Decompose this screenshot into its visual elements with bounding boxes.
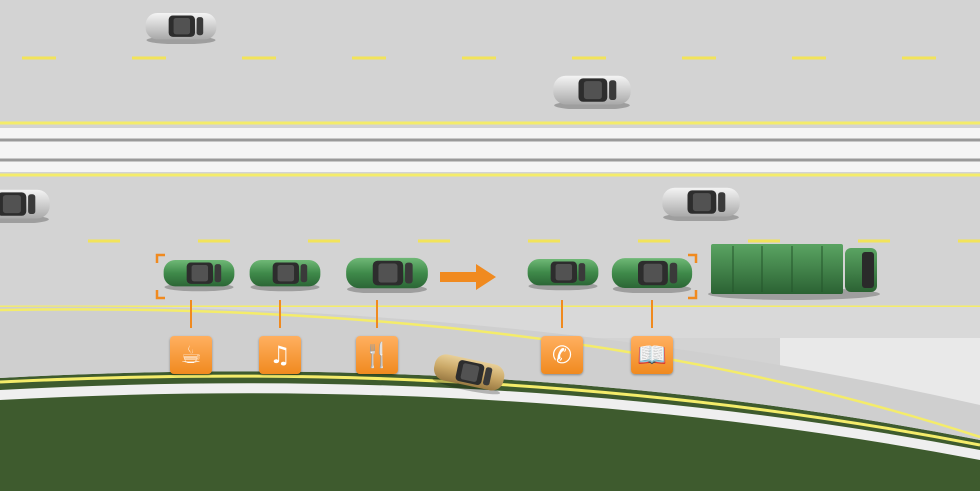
coffee-cup-icon: ☕ — [170, 336, 212, 374]
icon-connector — [190, 300, 192, 328]
median-barrier — [0, 121, 980, 177]
open-book-glyph: 📖 — [637, 341, 667, 369]
ramp-edge-line — [0, 374, 980, 447]
icon-connector — [376, 300, 378, 328]
right-arrow-icon — [440, 264, 496, 290]
silver-car — [662, 187, 740, 221]
platoon-car — [249, 260, 321, 292]
silver-car — [0, 189, 50, 223]
phone-glyph: ✆ — [551, 341, 573, 369]
open-book-icon: 📖 — [631, 336, 673, 374]
platoon — [155, 244, 880, 300]
silver-car — [145, 13, 217, 44]
icon-connector — [279, 300, 281, 328]
grass-verge — [0, 371, 980, 491]
coffee-cup-glyph: ☕ — [180, 341, 202, 369]
phone-icon: ✆ — [541, 336, 583, 374]
platoon-car — [346, 257, 428, 293]
music-note-glyph: ♫ — [269, 341, 291, 369]
ramp-inner-line — [0, 308, 980, 439]
selection-brackets — [155, 253, 698, 300]
platoon-car — [611, 258, 693, 293]
fork-knife-glyph: 🍴 — [362, 341, 392, 369]
icon-connector — [561, 300, 563, 328]
lead-truck — [708, 244, 880, 300]
music-note-icon: ♫ — [259, 336, 301, 374]
silver-car — [553, 75, 631, 109]
ramp-curb — [0, 383, 980, 460]
fork-knife-icon: 🍴 — [356, 336, 398, 374]
platoon-car — [163, 260, 235, 292]
platoon-car — [527, 259, 599, 291]
icon-connector — [651, 300, 653, 328]
